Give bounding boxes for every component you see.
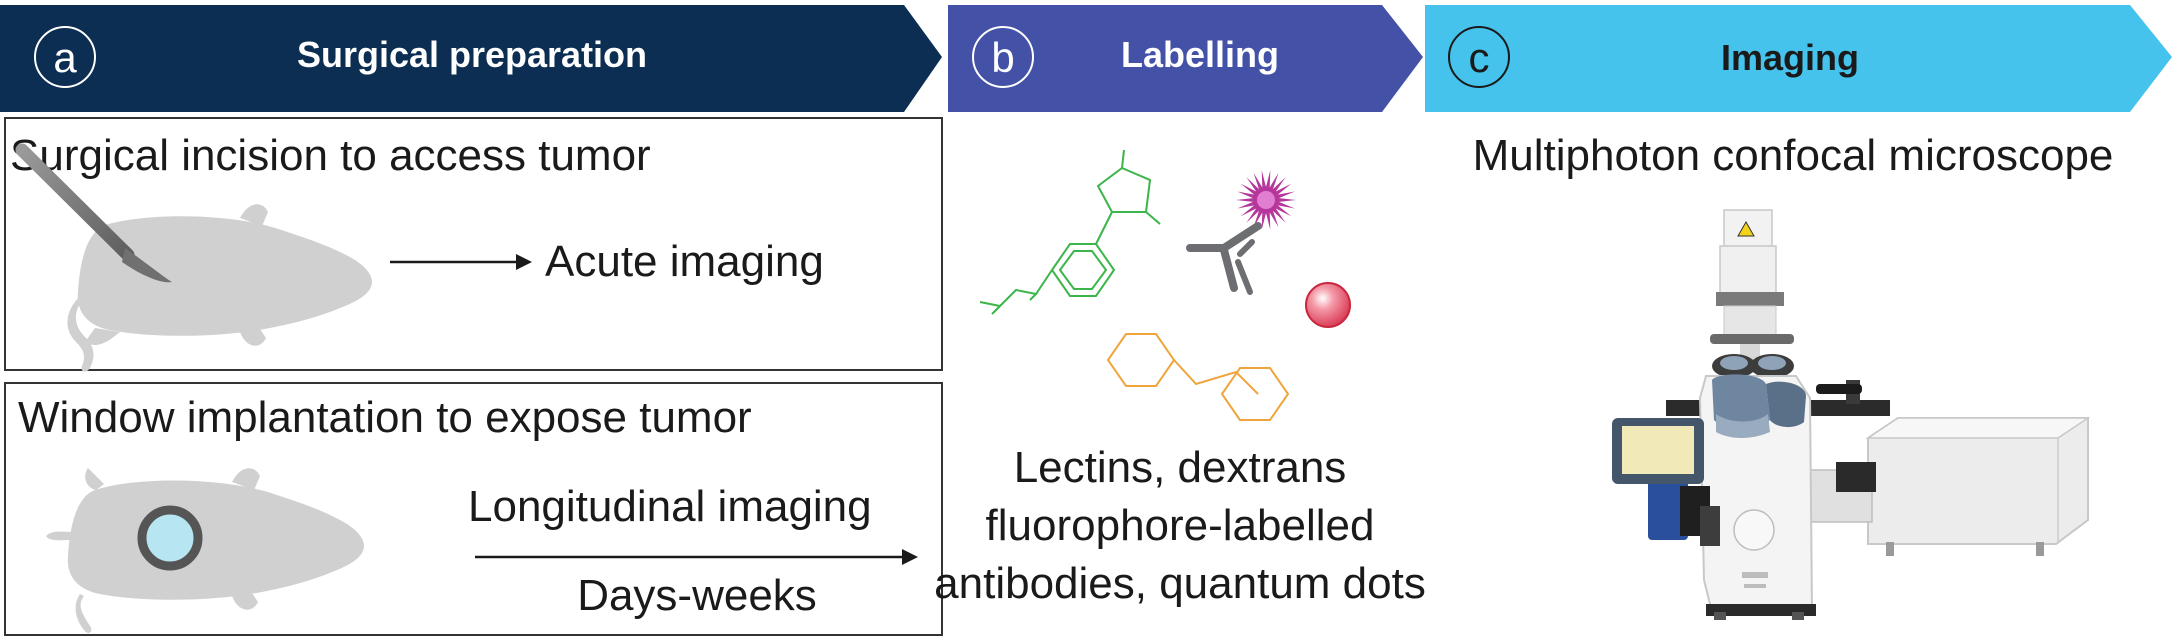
banner-b: b Labelling — [948, 5, 1423, 112]
days-weeks-label: Days-weeks — [577, 571, 817, 620]
acute-imaging-label: Acute imaging — [545, 237, 824, 286]
banner-c-letter: c — [1469, 34, 1490, 81]
banner-a-letter-circle — [34, 26, 96, 88]
banner-a-title: Surgical preparation — [297, 34, 647, 75]
scalpel-icon — [15, 143, 172, 283]
microscope-icon — [1612, 209, 2091, 620]
green-molecule-icon — [979, 149, 1161, 315]
longitudinal-imaging-label: Longitudinal imaging — [468, 482, 872, 531]
banner-c-letter-circle — [1448, 26, 1510, 88]
banner-c-shape — [1425, 5, 2172, 112]
labels-caption-line1: Lectins, dextrans — [1014, 443, 1347, 492]
mouse-icon-window — [46, 468, 364, 633]
acute-arrow — [390, 254, 532, 270]
orange-molecule-icon — [1106, 333, 1290, 421]
banner-a-shape — [0, 5, 942, 112]
panel-c-imaging: Multiphoton confocal microscope — [1473, 131, 2114, 620]
mouse-icon — [67, 204, 372, 372]
panel-b-labels: Lectins, dextrans fluorophore-labelled a… — [934, 149, 1426, 608]
box-acute-title: Surgical incision to access tumor — [10, 131, 651, 180]
labels-caption-line3: antibodies, quantum dots — [934, 559, 1426, 608]
labels-caption-line2: fluorophore-labelled — [986, 501, 1375, 550]
banner-c: c Imaging — [1425, 5, 2172, 112]
banner-a: a Surgical preparation — [0, 5, 942, 112]
imaging-window-icon — [137, 505, 203, 571]
banner-b-letter: b — [991, 34, 1014, 81]
antibody-icon — [1186, 170, 1296, 295]
microscope-title: Multiphoton confocal microscope — [1473, 131, 2114, 180]
banner-b-letter-circle — [972, 26, 1034, 88]
box-longitudinal-title: Window implantation to expose tumor — [18, 393, 752, 442]
banner-a-letter: a — [53, 34, 77, 81]
banner-b-title: Labelling — [1121, 34, 1279, 75]
banner-b-shape — [948, 5, 1423, 112]
panel-a-box-acute: Surgical incision to access tumor Acute … — [4, 117, 943, 372]
longitudinal-arrow — [475, 549, 918, 565]
quantum-dot-icon — [1305, 282, 1351, 328]
panel-a-box-longitudinal: Window implantation to expose tumor Long… — [4, 382, 943, 636]
banner-c-title: Imaging — [1721, 37, 1859, 78]
